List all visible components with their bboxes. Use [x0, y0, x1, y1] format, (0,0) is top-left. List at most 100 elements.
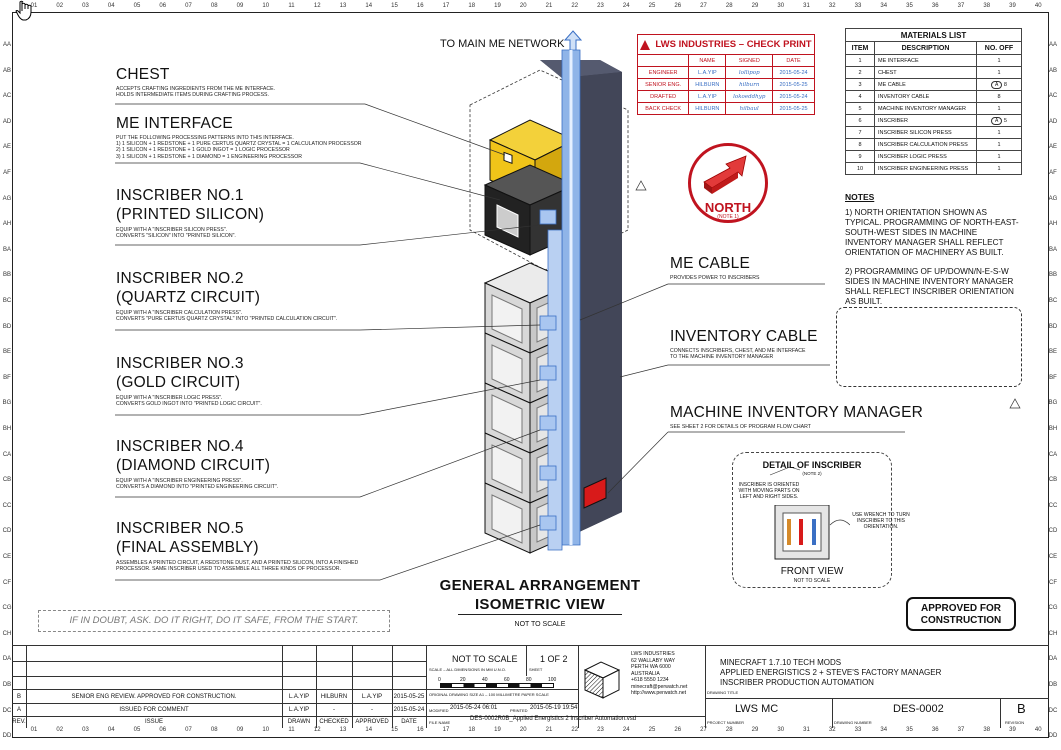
callout-description: ACCEPTS CRAFTING INGREDIENTS FROM THE ME… — [116, 86, 275, 99]
row-label: DD — [1048, 733, 1058, 740]
callout-description: SEE SHEET 2 FOR DETAILS OF PROGRAM FLOW … — [670, 424, 811, 430]
column-label: 28 — [725, 3, 733, 9]
column-label: 15 — [391, 727, 398, 733]
title-block-text: SHEET — [529, 667, 543, 672]
row-label: BB — [2, 272, 11, 279]
title-block-text: SCALE – ALL DIMENSIONS IN MM U.N.O. — [429, 667, 506, 672]
row-label: CD — [1048, 528, 1058, 535]
row-label: BF — [1049, 374, 1057, 381]
column-label: 28 — [725, 727, 733, 733]
revision-cell: - — [333, 707, 335, 713]
materials-row: 9 INSCRIBER LOGIC PRESS 1 — [845, 150, 1022, 163]
column-label: 17 — [442, 3, 450, 9]
check-row: SENIOR ENG. HILBURN hilburn 2015-05-25 — [636, 78, 815, 91]
column-label: 01 — [30, 727, 38, 733]
materials-row: 7 INSCRIBER SILICON PRESS 1 — [845, 126, 1022, 139]
column-label: 14 — [365, 727, 373, 733]
company-info: PERTH WA 6000 — [631, 664, 671, 670]
title-block-text: 0 — [438, 677, 441, 683]
column-label: 24 — [622, 727, 630, 733]
column-label: 10 — [262, 3, 270, 9]
revision-cell: L.A.YIP — [361, 694, 383, 700]
column-label: 25 — [648, 727, 656, 733]
row-label: AG — [1048, 195, 1058, 202]
file-name: DES-0002R0B_Applied Energistics 2 Inscri… — [470, 716, 637, 722]
detail-left-text: INSCRIBER IS ORIENTED WITH MOVING PARTS … — [738, 482, 800, 500]
title-block-text: ORIGINAL DRAWING SIZE A1 – 100 MILLIMETR… — [429, 692, 549, 697]
column-label: 26 — [674, 727, 682, 733]
column-label: 04 — [107, 3, 115, 9]
row-label: DA — [1048, 656, 1058, 663]
materials-row: 8 INSCRIBER CALCULATION PRESS 1 — [845, 138, 1022, 151]
column-label: 29 — [751, 3, 759, 9]
column-label: 20 — [519, 727, 527, 733]
row-label: AH — [1048, 221, 1058, 228]
column-label: 37 — [957, 3, 965, 9]
row-label: BD — [1048, 323, 1058, 330]
materials-row: 2 CHEST 1 — [845, 66, 1022, 79]
materials-header: NO. OFF — [976, 41, 1022, 55]
row-label: CC — [2, 502, 12, 509]
drawing-title: APPLIED ENERGISTICS 2 + STEVE'S FACTORY … — [720, 668, 942, 677]
signature: lollipop — [725, 66, 774, 79]
column-label: 12 — [313, 3, 321, 9]
project-number: LWS MC — [735, 703, 779, 715]
row-label: AD — [1048, 118, 1058, 125]
materials-row: 1 ME INTERFACE 1 — [845, 54, 1022, 67]
materials-row: 3 ME CABLE A 8 — [845, 78, 1022, 91]
column-label: 11 — [288, 727, 295, 733]
notes-title: NOTES — [845, 192, 875, 202]
column-label: 19 — [494, 3, 501, 9]
column-label: 15 — [391, 3, 398, 9]
row-label: CB — [2, 477, 12, 484]
row-label: CG — [1048, 605, 1058, 612]
row-label: CF — [1049, 579, 1057, 586]
callout-description: PROVIDES POWER TO INSCRIBERS — [670, 275, 760, 281]
column-label: 03 — [82, 3, 89, 9]
column-label: 14 — [365, 3, 373, 9]
row-label: DB — [1048, 682, 1058, 688]
north-compass — [688, 143, 768, 223]
column-label: 07 — [185, 3, 192, 9]
row-label: AA — [2, 42, 11, 48]
row-label: AD — [2, 118, 12, 125]
callout-title: INSCRIBER NO.2 — [116, 270, 244, 287]
revision-cell: L.A.YIP — [288, 707, 310, 713]
callout-description: ASSEMBLES A PRINTED CIRCUIT, A REDSTONE … — [116, 560, 359, 573]
column-label: 23 — [597, 3, 604, 9]
column-label: 32 — [828, 727, 836, 733]
main-title-line1: GENERAL ARRANGEMENT — [439, 577, 641, 594]
row-label: AB — [2, 67, 11, 74]
company-info: AUSTRALIA — [631, 670, 660, 677]
approved-stamp: APPROVED FOR CONSTRUCTION — [906, 597, 1016, 631]
row-label: AF — [3, 170, 11, 176]
revision-cell: A — [16, 707, 21, 713]
north-arrow-icon — [703, 155, 747, 194]
callout-description: EQUIP WITH A "INSCRIBER LOGIC PRESS".CON… — [116, 395, 262, 408]
cloud-revision — [836, 307, 1022, 387]
row-label: CE — [2, 554, 12, 560]
row-label: BC — [1048, 298, 1058, 304]
column-label: 18 — [468, 3, 476, 9]
company-info: LWS INDUSTRIES — [631, 651, 675, 657]
inscriber-front-view — [774, 505, 850, 560]
row-label: DD — [2, 733, 12, 740]
revision-header: CHECKED — [319, 719, 349, 725]
column-label: 32 — [828, 3, 836, 9]
title-block-text: FILE NAME — [429, 720, 451, 725]
callout-title: INSCRIBER NO.3 — [116, 355, 244, 372]
check-header — [636, 54, 690, 67]
column-label: 22 — [571, 727, 579, 733]
callout-description: EQUIP WITH A "INSCRIBER CALCULATION PRES… — [116, 310, 338, 323]
column-label: 17 — [442, 727, 450, 733]
revision-letter: B — [1017, 701, 1026, 716]
row-label: BG — [2, 400, 12, 407]
row-label: BD — [2, 323, 12, 330]
revision-cell: 2015-05-25 — [393, 694, 425, 700]
column-label: 35 — [906, 3, 913, 9]
row-label: AE — [2, 144, 11, 151]
detail-title: DETAIL OF INSCRIBER — [762, 460, 862, 470]
column-label: 26 — [674, 3, 682, 9]
drawing-title: INSCRIBER PRODUCTION AUTOMATION — [720, 678, 874, 687]
title-block-text: 2015-05-19 19:54 — [530, 705, 578, 711]
